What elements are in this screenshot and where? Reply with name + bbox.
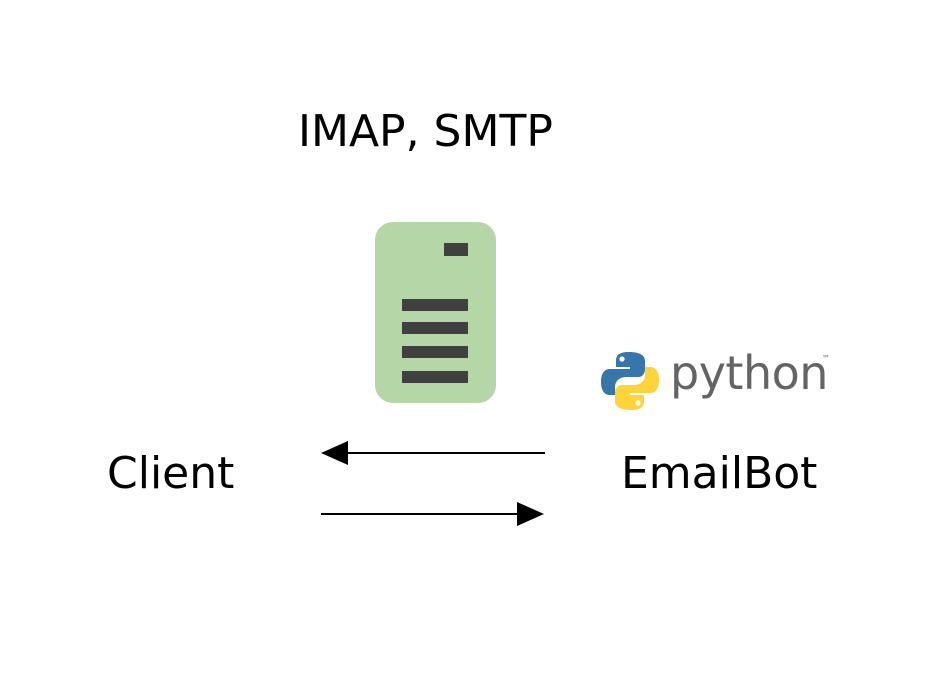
server-slot (402, 371, 468, 383)
server-slot (402, 322, 468, 334)
server-icon (375, 222, 496, 403)
server-slot (402, 299, 468, 311)
server-slot (402, 346, 468, 358)
python-logo: python ™ (600, 350, 836, 412)
client-label: Client (107, 448, 235, 499)
emailbot-label: EmailBot (621, 448, 818, 499)
arrow-client-to-emailbot (321, 502, 544, 526)
server-led (444, 243, 468, 256)
arrow-emailbot-to-client (321, 441, 545, 465)
python-trademark: ™ (822, 354, 830, 363)
python-snakes-icon (601, 352, 659, 410)
protocol-label: IMAP, SMTP (298, 106, 553, 157)
python-wordmark: python (670, 346, 828, 400)
